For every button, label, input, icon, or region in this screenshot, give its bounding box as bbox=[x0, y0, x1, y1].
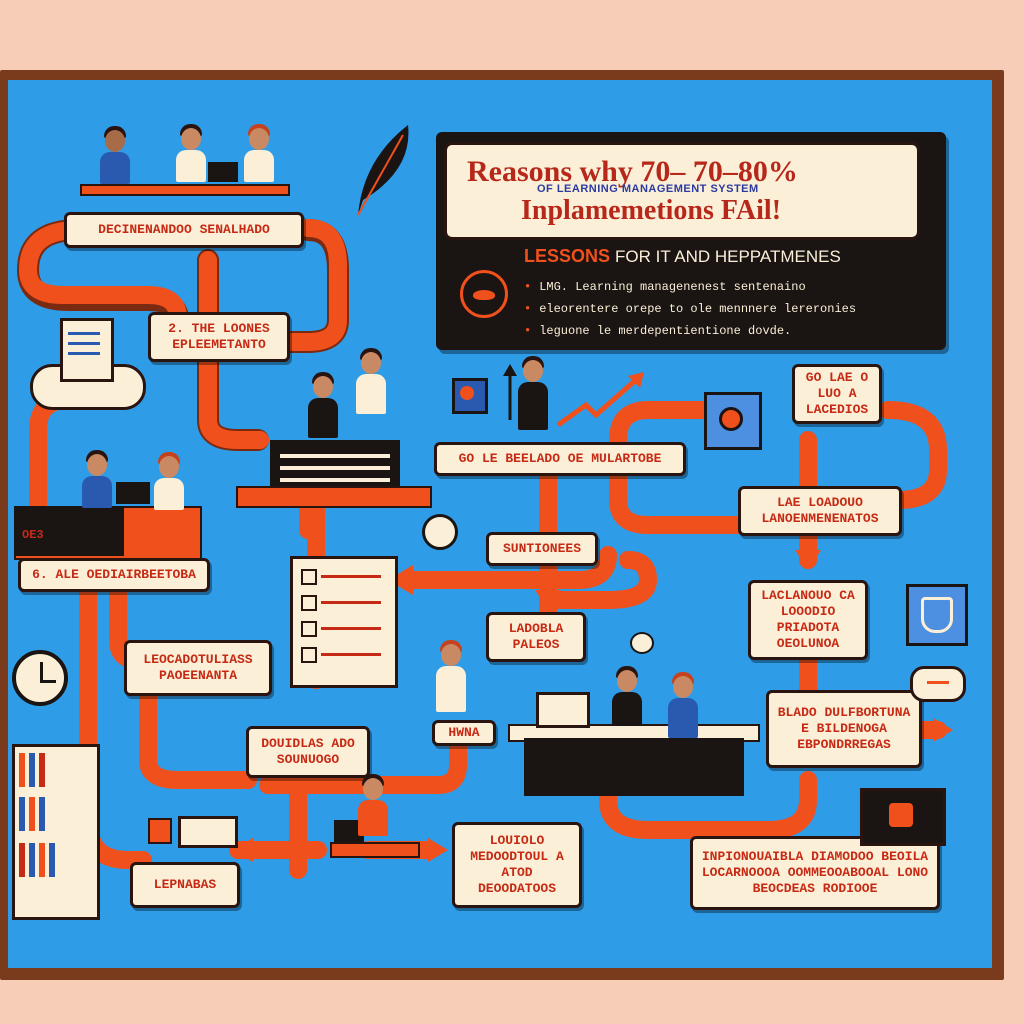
step-box-loones: 2. THE LOONES EPLEEMETANTO bbox=[148, 312, 290, 362]
step-box-leocadot: LEOCADOTULIASS PAOEENANTA bbox=[124, 640, 272, 696]
title-card: Reasons why 70– 70–80% OF LEARNING MANAG… bbox=[444, 142, 920, 240]
step-box-douidlas: DOUIDLAS ADO SOUNUOGO bbox=[246, 726, 370, 778]
step-box-inpionouaibla: INPIONOUAIBLA DIAMODOO BEOILA LOCARNOOOA… bbox=[690, 836, 940, 910]
step-box-decinenandoo: DECINENANDOO SENALHADO bbox=[64, 212, 304, 248]
lessons-bullet-3: •leguone le merdepentientione dovde. bbox=[524, 324, 792, 338]
step-box-lanoenmenen: LAE LOADOUO LANOENMENENATOS bbox=[738, 486, 902, 536]
step-box-lacedios: GO LAE O LUO A LACEDIOS bbox=[792, 364, 882, 424]
lessons-bullet-2: •eleorentere orepe to ole mennnere lerer… bbox=[524, 302, 857, 316]
clock-icon bbox=[12, 650, 68, 706]
arrows bbox=[233, 364, 953, 862]
title-line-1: Reasons why 70– 70–80% bbox=[467, 155, 798, 188]
step-box-dulfbortuna: BLADO DULFBORTUNA E BILDENOGA EBPONDRREG… bbox=[766, 690, 922, 768]
lessons-heading: LESSONS FOR IT AND HEPPATMENES bbox=[524, 246, 841, 267]
step-box-lepnabas: LEPNABAS bbox=[130, 862, 240, 908]
monitor-icon bbox=[860, 788, 946, 846]
board-frame: Reasons why 70– 70–80% OF LEARNING MANAG… bbox=[0, 70, 1004, 980]
step-box-laclanouo: LACLANOUO CA LOOODIO PRIADOTA OEOLUNOA bbox=[748, 580, 868, 660]
bookshelf bbox=[12, 744, 100, 920]
step-box-beelado: GO LE BEELADO OE MULARTOBE bbox=[434, 442, 686, 476]
shield-tile-icon bbox=[906, 584, 968, 646]
step-box-hwna: HWNA bbox=[432, 720, 496, 746]
title-line-3: Inplamemetions FAil! bbox=[521, 195, 782, 226]
step-box-ladobla: LADOBLA PALEOS bbox=[486, 612, 586, 662]
board: Reasons why 70– 70–80% OF LEARNING MANAG… bbox=[8, 80, 992, 968]
lessons-rest: FOR IT AND HEPPATMENES bbox=[615, 247, 841, 266]
lightbulb-icon bbox=[422, 514, 458, 550]
step-box-oediairbee: 6. ALE OEDIAIRBEETOBA bbox=[18, 558, 210, 592]
checklist-document bbox=[290, 556, 398, 688]
gear-tile-icon bbox=[704, 392, 762, 450]
hat-icon bbox=[460, 270, 508, 318]
leaf-icon bbox=[357, 125, 409, 216]
step-box-medoodtoul: LOUIOLO MEDOODTOUL A ATOD DEOODATOOS bbox=[452, 822, 582, 908]
title-line-2: OF LEARNING MANAGEMENT SYSTEM bbox=[537, 183, 759, 195]
lessons-bullet-1: •LMG. Learning managenenest sentenaino bbox=[524, 280, 806, 294]
speech-bubble-icon bbox=[910, 666, 966, 702]
step-box-suntionees: SUNTIONEES bbox=[486, 532, 598, 566]
desk-label: OE3 bbox=[22, 528, 44, 542]
lessons-label: LESSONS bbox=[524, 246, 611, 266]
